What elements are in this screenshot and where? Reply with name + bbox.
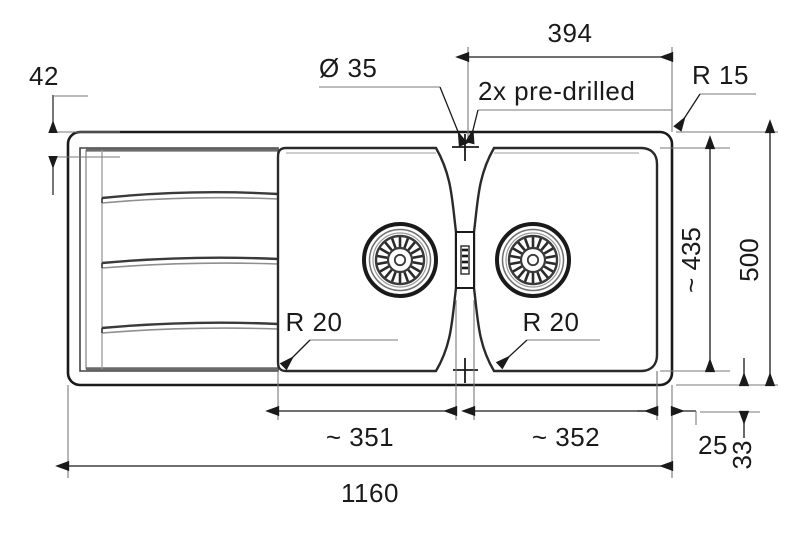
dim-diameter-35-label: Ø 35: [319, 53, 377, 83]
dim-r20-left-label: R 20: [286, 307, 343, 337]
sink-body: [66, 130, 674, 387]
dim-352-label: ~ 352: [532, 422, 600, 452]
dim-r15-label: R 15: [692, 60, 749, 90]
dimension-annotations: 42 Ø 35 394 2x pre-drilled R 15: [29, 18, 778, 508]
dim-394-label: 394: [548, 18, 593, 48]
dim-351-label: ~ 351: [326, 422, 394, 452]
note-predrilled-label: 2x pre-drilled: [478, 76, 635, 106]
dim-diameter-35: Ø 35: [319, 53, 468, 147]
dim-394: 394: [455, 18, 674, 143]
drainboard-ridges: [101, 191, 279, 334]
bowl-left-outline: [276, 146, 458, 373]
bowl-right-outline: [472, 146, 659, 373]
strainer-drain-right: [495, 222, 571, 298]
dim-42-label: 42: [29, 61, 59, 91]
dim-33-label: 33: [727, 441, 757, 470]
dim-25: 25: [637, 371, 728, 460]
sink-outer-rim: [66, 130, 674, 387]
drainboard-ridge-2: [101, 256, 279, 269]
dim-25-label: 25: [698, 430, 728, 460]
dim-r20-left: R 20: [279, 307, 398, 371]
drainboard-ridge-3: [101, 321, 279, 334]
dim-r15: R 15: [673, 60, 756, 132]
strainer-drain-left: [362, 222, 438, 298]
dim-500: 500: [676, 119, 778, 387]
note-predrilled: 2x pre-drilled: [464, 76, 672, 145]
dim-33: 33: [676, 358, 760, 469]
dim-435: ~ 435: [660, 135, 730, 373]
dim-351: ~ 351: [265, 300, 458, 452]
dim-1160-label: 1160: [341, 478, 399, 508]
dim-r20-right-label: R 20: [523, 307, 580, 337]
drainboard-ridge-1: [101, 191, 279, 204]
dim-435-label: ~ 435: [676, 227, 706, 293]
dim-r20-right: R 20: [495, 307, 600, 370]
bowl-divider-overflow: [455, 231, 475, 289]
dim-1160: 1160: [55, 385, 674, 508]
dim-500-label: 500: [734, 238, 764, 281]
dim-352: ~ 352: [461, 300, 659, 452]
dim-42: 42: [29, 61, 120, 195]
